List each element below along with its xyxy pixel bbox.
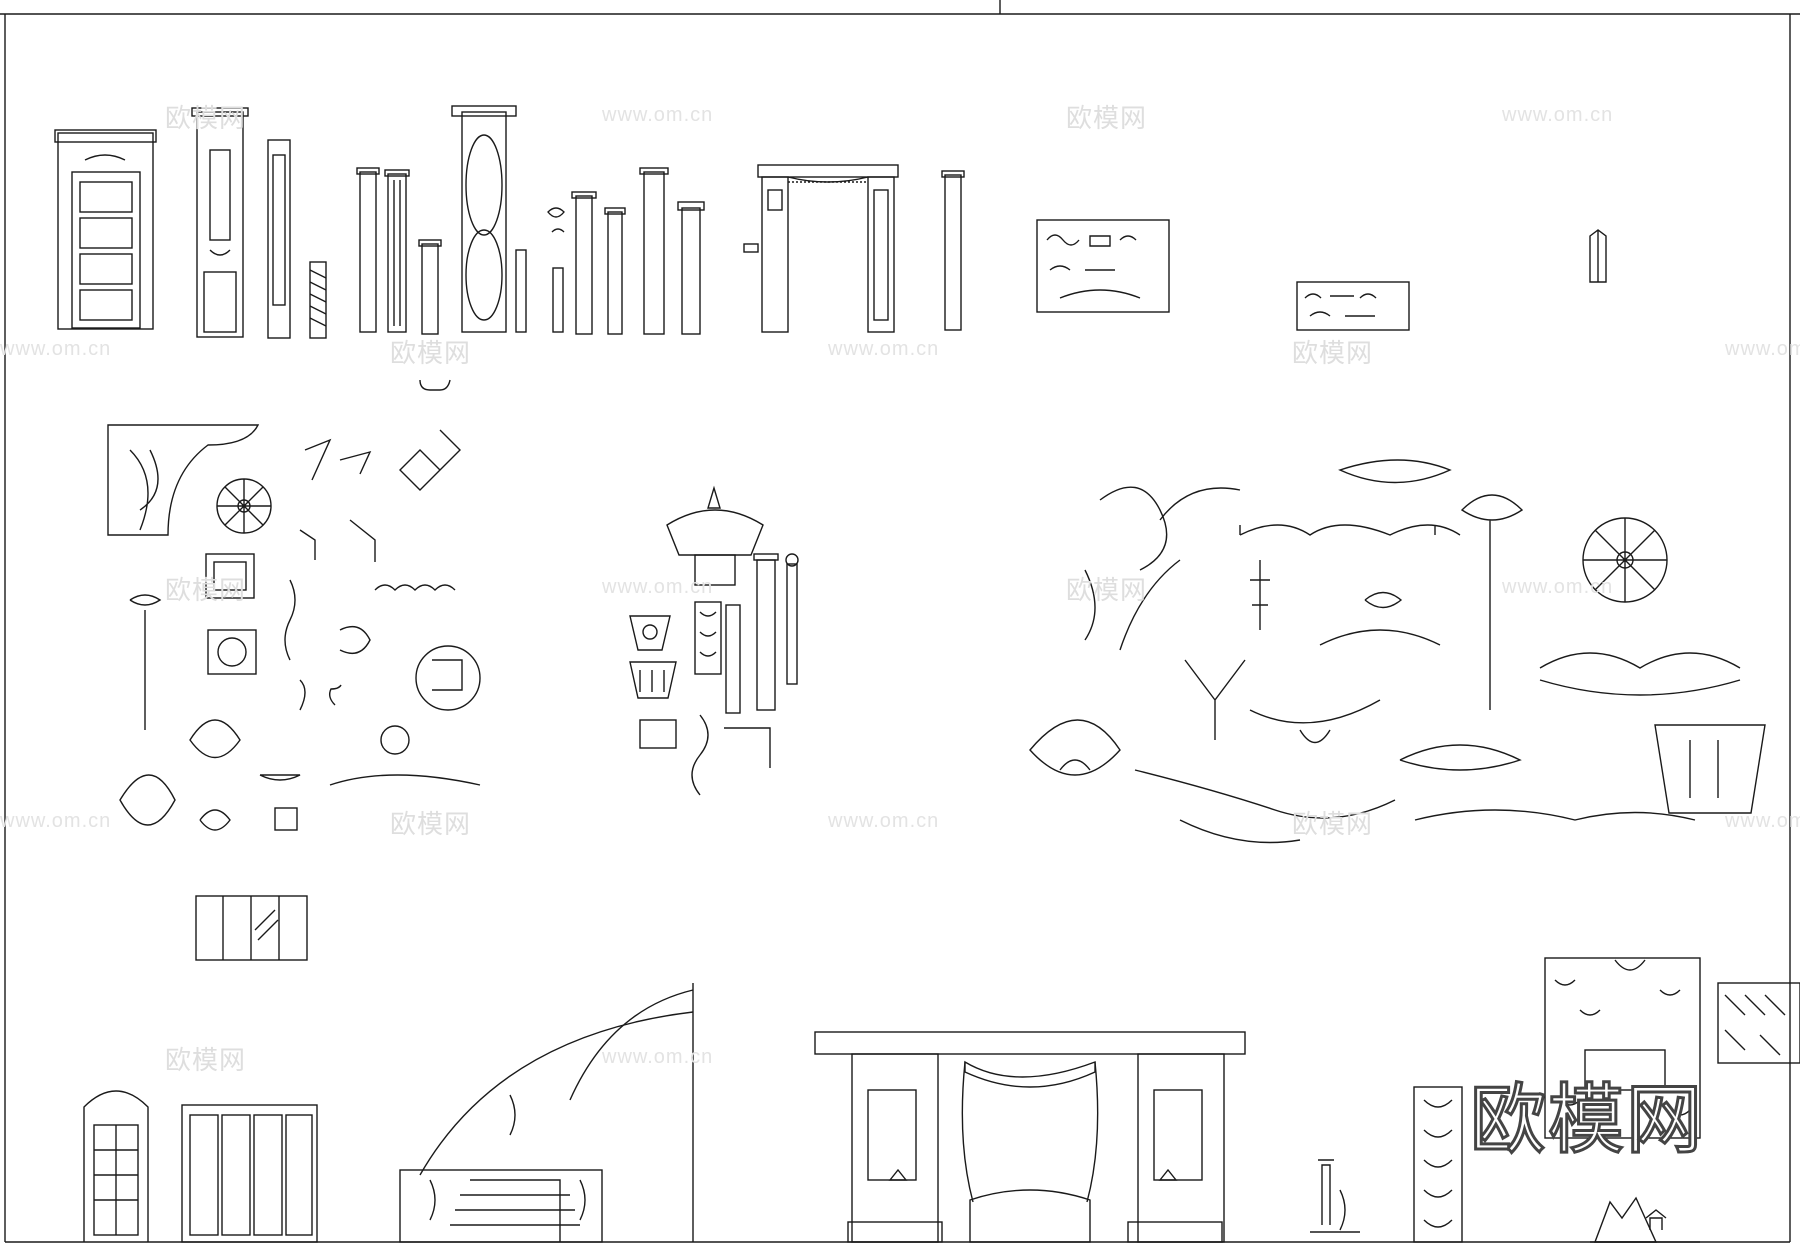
spiral-staircase — [399, 989, 694, 1243]
watermark-url: www.om.cn — [0, 810, 112, 832]
archway-elevation — [743, 164, 899, 333]
column-row-classical — [356, 105, 705, 335]
watermark-url: www.om.cn — [0, 338, 112, 360]
watermark-brand: 欧模网 — [1066, 103, 1148, 133]
lattice-screen — [1413, 1086, 1463, 1243]
capital-and-details — [629, 485, 799, 796]
watermark-url: www.om.cn — [602, 576, 714, 598]
ornament-set-large — [1029, 459, 1766, 844]
watermark-brand: 欧模网 — [390, 338, 472, 368]
glass-door-panel — [195, 895, 308, 961]
patterned-panel — [1544, 957, 1800, 1139]
panel-door-elevation — [54, 129, 157, 330]
watermark-url: www.om.cn — [602, 104, 714, 126]
corbel-bracket — [107, 424, 260, 536]
arched-door — [83, 1090, 149, 1242]
baluster-post — [1310, 1159, 1360, 1233]
pilaster-ornate — [191, 107, 249, 338]
watermark-url: www.om.cn — [1502, 576, 1614, 598]
rock-and-lantern — [1590, 1196, 1700, 1243]
watermark-brand: 欧模网 — [390, 809, 472, 839]
column-short-twisted — [309, 261, 327, 339]
watermark-url: www.om.cn — [828, 810, 940, 832]
column-single-right — [941, 170, 965, 331]
french-double-door — [181, 1104, 318, 1243]
watermark-brand: 欧模网 — [1292, 338, 1374, 368]
watermark-brand: 欧模网 — [165, 575, 247, 605]
ornament-sheet-small — [1036, 219, 1607, 331]
ornament-cluster-left — [119, 379, 481, 831]
pilaster-plain — [267, 139, 291, 339]
watermark-brand: 欧模网 — [165, 103, 247, 133]
watermark-brand: 欧模网 — [1066, 575, 1148, 605]
brand-logo: 欧模网 — [1469, 1074, 1704, 1166]
watermark-brand: 欧模网 — [1292, 809, 1374, 839]
bed-elevation — [814, 1031, 1246, 1243]
watermark-url: www.om.cn — [1502, 104, 1614, 126]
watermark-url: www.om.cn — [1725, 338, 1800, 360]
watermark-url: www.om.cn — [828, 338, 940, 360]
watermark-brand: 欧模网 — [165, 1045, 247, 1075]
watermark-url: www.om.cn — [602, 1046, 714, 1068]
watermark-url: www.om.cn — [1725, 810, 1800, 832]
